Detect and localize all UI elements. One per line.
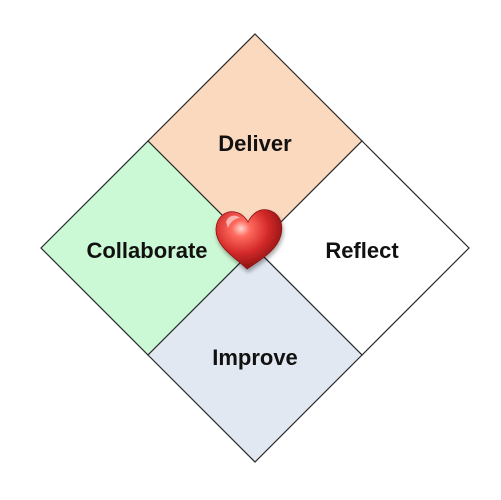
label-reflect: Reflect	[325, 238, 399, 263]
heart-icon	[215, 209, 283, 270]
label-deliver: Deliver	[218, 131, 292, 156]
label-improve: Improve	[212, 345, 298, 370]
quadrant-improve	[147, 247, 363, 463]
label-collaborate: Collaborate	[86, 238, 207, 263]
